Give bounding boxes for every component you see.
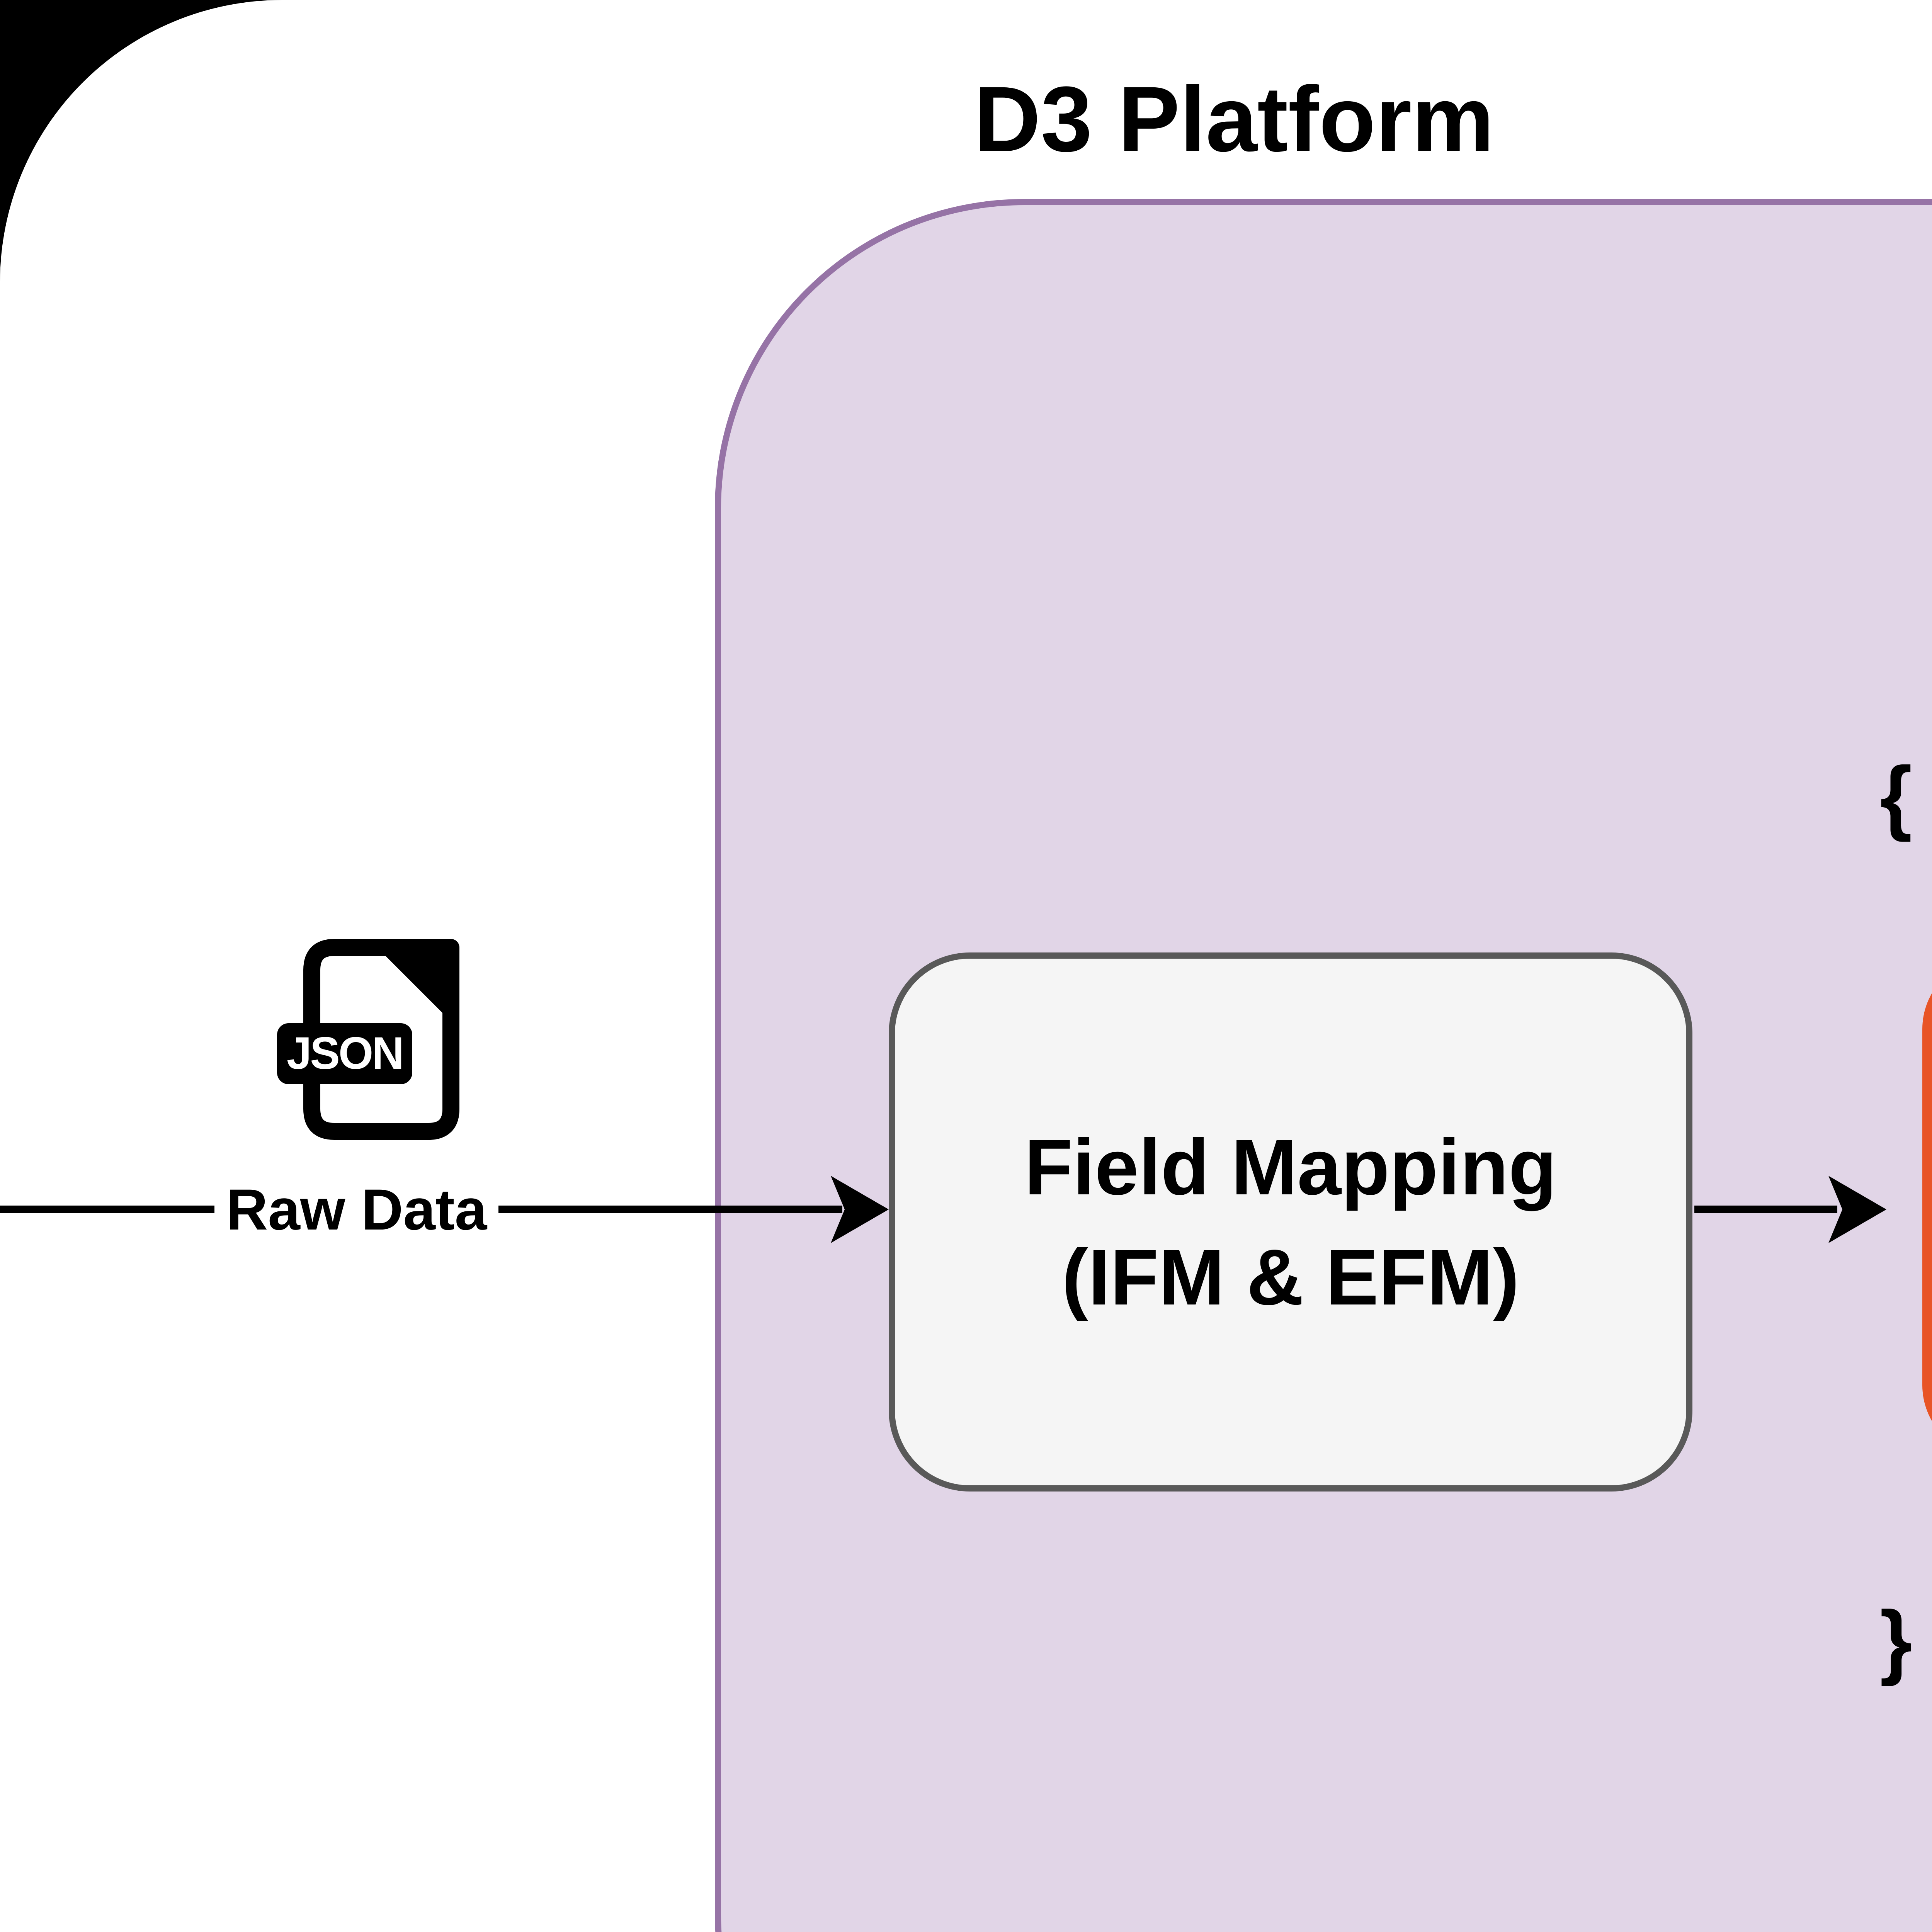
mapping-output-arrow-line [1694,1206,1837,1213]
field-mapping-node: Field Mapping (IFM & EFM) [889,952,1692,1492]
field-mapping-label-line2: (IFM & EFM) [1061,1233,1520,1321]
field-mapping-label-line1: Field Mapping [1024,1122,1557,1211]
mapped-keys-highlight-box [1922,957,1932,1457]
raw-data-edge-label: Raw Data [214,1168,499,1251]
json-file-band-label: JSON [287,1028,403,1079]
json-open-brace: { [1880,749,1912,842]
json-file-fold [381,939,459,1018]
json-close-brace: } [1880,1594,1912,1687]
json-file-icon: JSON [277,939,459,1140]
diagram-title: D3 Platform [974,67,1494,171]
json-file-band [277,1023,412,1084]
